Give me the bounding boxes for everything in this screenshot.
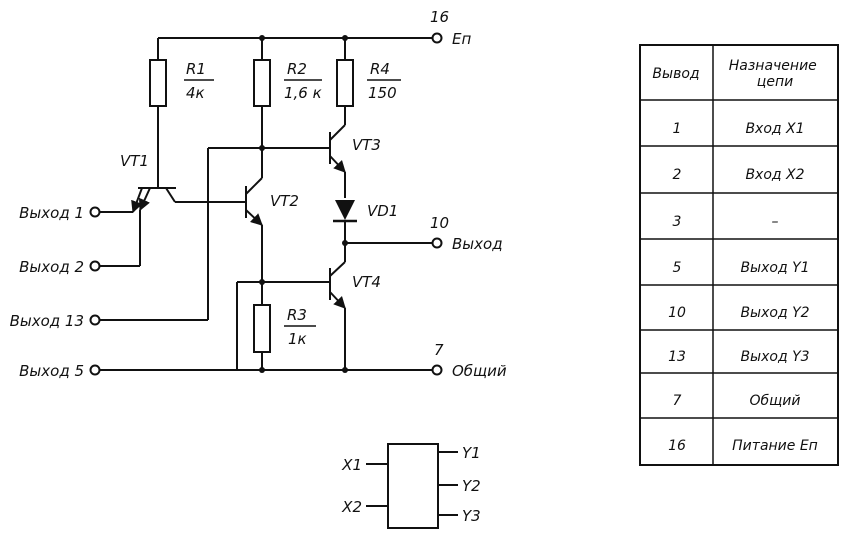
r4-name: R4 <box>370 60 390 78</box>
resistor-r1 <box>149 59 167 107</box>
table-cell-purpose: Питание Eп <box>732 438 818 454</box>
table-cell-purpose: Вход X1 <box>745 121 804 137</box>
table-cell-pin: 5 <box>673 260 682 276</box>
pin-terminals <box>89 32 443 376</box>
table-cell-purpose: Общий <box>749 393 800 409</box>
vt2-label: VT2 <box>270 192 299 210</box>
pin16-number: 16 <box>430 8 449 26</box>
terminal-1 <box>89 206 101 218</box>
r2-name: R2 <box>287 60 307 78</box>
table-header-pin: Вывод <box>652 66 699 82</box>
table-header-purpose-line1: Назначение <box>729 58 817 74</box>
transistor-vt2 <box>245 177 263 226</box>
transistor-vt1 <box>131 184 176 214</box>
vt3-label: VT3 <box>352 136 381 154</box>
resistor-r3 <box>253 304 271 353</box>
transistor-vt3 <box>329 124 346 173</box>
input5-label: Выход 5 <box>19 362 84 380</box>
vt1-label: VT1 <box>120 152 149 170</box>
pin10-label: Выход <box>452 235 503 253</box>
table-cell-pin: 2 <box>673 167 682 183</box>
terminal-13 <box>89 314 101 326</box>
schematic-wires <box>100 37 432 371</box>
block-input-x2: X2 <box>341 498 362 516</box>
terminal-5 <box>89 364 101 376</box>
diode-vd1 <box>333 200 357 223</box>
terminal-2 <box>89 260 101 272</box>
table-rows: 1 Вход X1 2 Вход X2 3 – 5 Выход Y1 10 Выход Y2 13 В… <box>668 121 818 454</box>
table-cell-pin: 16 <box>668 438 686 454</box>
terminal-16 <box>431 32 443 44</box>
r1-name: R1 <box>186 60 206 78</box>
terminal-10 <box>431 237 443 249</box>
table-cell-pin: 10 <box>668 305 686 321</box>
block-input-x1: X1 <box>341 456 362 474</box>
table-cell-pin: 7 <box>673 393 682 409</box>
table-header-purpose-line2: цепи <box>757 74 793 90</box>
r2-value: 1,6 к <box>284 84 322 102</box>
resistor-r4 <box>336 59 354 107</box>
table-cell-purpose: Выход Y3 <box>740 349 809 365</box>
r4-value: 150 <box>368 84 397 102</box>
block-output-y1: Y1 <box>462 444 481 462</box>
input2-label: Выход 2 <box>19 258 84 276</box>
transistor-vt4 <box>329 261 346 309</box>
r1-value: 4к <box>186 84 205 102</box>
r3-value: 1к <box>288 330 307 348</box>
pin-table: Вывод Назначение цепи 1 Вход X1 2 Вход X2 3 –… <box>639 44 839 466</box>
input13-label: Выход 13 <box>10 312 84 330</box>
table-cell-purpose: – <box>772 214 779 230</box>
vd1-label: VD1 <box>367 202 398 220</box>
pin7-number: 7 <box>434 341 444 359</box>
table-cell-purpose: Выход Y2 <box>740 305 809 321</box>
r3-name: R3 <box>287 306 307 324</box>
block-symbol: X1 X2 Y1 Y2 Y3 <box>341 443 481 529</box>
resistor-r2 <box>253 59 271 107</box>
table-cell-purpose: Вход X2 <box>745 167 804 183</box>
block-output-y2: Y2 <box>462 477 481 495</box>
input1-label: Выход 1 <box>19 204 84 222</box>
pin16-label: Eп <box>452 30 471 48</box>
terminal-7 <box>431 364 443 376</box>
table-cell-purpose: Выход Y1 <box>740 260 809 276</box>
junction-dots <box>259 35 348 373</box>
pin7-label: Общий <box>452 362 507 380</box>
table-cell-pin: 1 <box>673 121 682 137</box>
block-output-y3: Y3 <box>462 507 481 525</box>
table-cell-pin: 3 <box>673 214 682 230</box>
vt4-label: VT4 <box>352 273 381 291</box>
pin10-number: 10 <box>430 214 449 232</box>
table-cell-pin: 13 <box>668 349 686 365</box>
table-header-purpose: Назначение цепи <box>729 58 822 90</box>
